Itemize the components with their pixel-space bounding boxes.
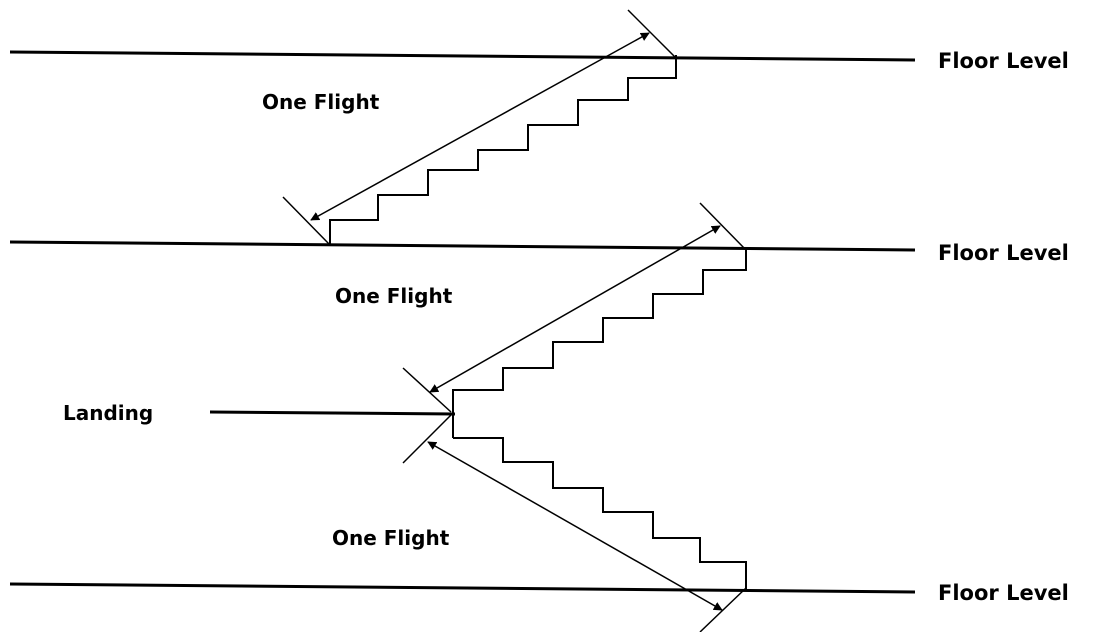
floor-level-label-bottom: Floor Level [938, 581, 1069, 605]
boundary-tick-landing-lower [402, 414, 452, 464]
boundary-tick-top-lower [282, 196, 331, 246]
flight-label-bottom: One Flight [332, 526, 450, 550]
landing-label: Landing [63, 401, 153, 425]
flight-arrow-top [310, 32, 650, 221]
boundary-tick-top-upper [627, 9, 677, 59]
flight-label-middle: One Flight [335, 284, 453, 308]
landing-line [209, 410, 456, 416]
flight-arrow-bottom [427, 441, 723, 611]
boundary-tick-bottom-lower [699, 587, 747, 633]
flight-arrow-middle [429, 225, 721, 393]
flight-label-top: One Flight [262, 90, 380, 114]
floor-level-label-top: Floor Level [938, 49, 1069, 73]
staircase-bottom-flight [453, 437, 747, 590]
floor-line-top [9, 50, 916, 62]
staircase-top-flight [329, 55, 677, 245]
boundary-tick-landing-upper [402, 367, 452, 413]
staircase-middle-flight [452, 248, 747, 438]
boundary-tick-middle-upper [699, 202, 747, 251]
floor-line-middle [9, 240, 916, 252]
floor-level-label-middle: Floor Level [938, 241, 1069, 265]
floor-line-bottom [9, 582, 916, 594]
